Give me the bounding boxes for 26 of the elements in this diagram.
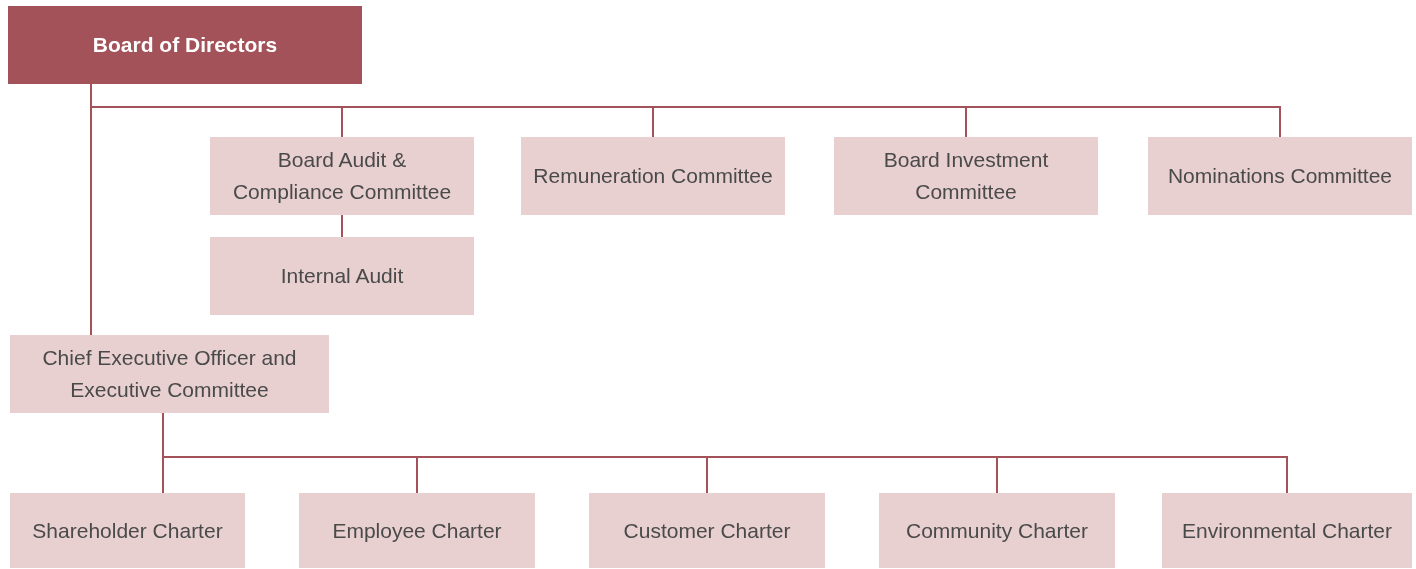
org-box	[210, 237, 474, 315]
org-box	[589, 493, 825, 568]
box-label: Nominations Committee	[1167, 163, 1393, 189]
box-label: Board of Directors	[92, 32, 278, 58]
org-box	[1162, 493, 1412, 568]
org-box	[521, 137, 785, 215]
box-label: Customer Charter	[623, 517, 791, 544]
box-label: Board Investment Committee	[882, 147, 1050, 205]
box-label: Chief Executive Officer and Executive Committee	[41, 345, 298, 403]
box-label: Remuneration Committee	[533, 163, 773, 189]
box-label: Employee Charter	[332, 517, 502, 544]
connector-line	[341, 214, 343, 238]
box-label: Shareholder Charter	[32, 517, 223, 544]
org-box	[834, 137, 1098, 215]
org-box	[10, 493, 245, 568]
org-box	[879, 493, 1115, 568]
box-label: Board Audit & Compliance Committee	[231, 147, 453, 205]
box-label: Environmental Charter	[1181, 517, 1393, 544]
box-label: Internal Audit	[280, 263, 404, 289]
org-box	[10, 335, 329, 413]
connector-line	[90, 83, 92, 336]
org-box	[299, 493, 535, 568]
box-label: Community Charter	[905, 517, 1089, 544]
org-box	[1148, 137, 1412, 215]
org-box	[210, 137, 474, 215]
board-box	[8, 6, 362, 84]
